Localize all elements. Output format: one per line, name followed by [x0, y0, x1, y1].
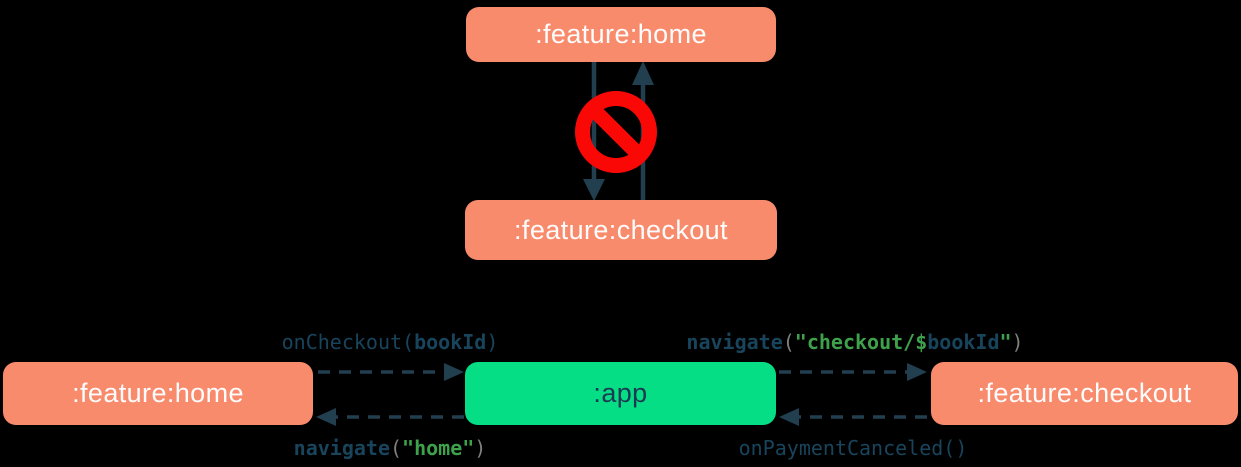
module-label: :feature:home [72, 378, 244, 408]
code-token: onPaymentCanceled() [738, 436, 968, 460]
module-box-feature-home-top: :feature:home [466, 7, 776, 62]
code-token: "home" [402, 436, 475, 460]
code-label-navigate-home: navigate("home") [294, 436, 487, 460]
module-label: :feature:home [535, 19, 707, 49]
code-token: " [999, 330, 1012, 354]
module-box-feature-checkout: :feature:checkout [931, 362, 1238, 425]
no-entry-icon [575, 91, 657, 173]
code-label-onpaymentcanceled: onPaymentCanceled() [739, 436, 968, 460]
module-label: :app [593, 378, 648, 408]
module-label: :feature:checkout [514, 214, 728, 245]
module-box-feature-home: :feature:home [3, 362, 313, 425]
code-token: ) [486, 330, 499, 354]
code-token: "checkout/ [794, 330, 916, 354]
arrow-checkout-to-home [632, 61, 654, 200]
code-token: onCheckout( [281, 330, 415, 354]
module-box-feature-checkout-top: :feature:checkout [465, 200, 777, 260]
arrow-app-to-home [316, 408, 464, 426]
code-token: ( [389, 436, 403, 460]
code-token: ) [1011, 330, 1024, 354]
module-box-app: :app [465, 362, 776, 425]
arrow-home-to-checkout [583, 62, 605, 201]
code-token: navigate [686, 330, 783, 354]
code-token: bookId [414, 330, 487, 354]
arrow-home-to-app [318, 363, 464, 381]
module-label: :feature:checkout [977, 378, 1192, 408]
code-label-navigate-checkout: navigate("checkout/$bookId") [686, 330, 1023, 354]
code-token: ( [782, 330, 795, 354]
code-token: navigate [293, 436, 390, 460]
code-token: ) [474, 436, 487, 460]
arrow-checkout-to-app [779, 408, 927, 426]
code-token: $ [915, 330, 928, 354]
code-token: bookId [927, 330, 1000, 354]
arrow-app-to-checkout [779, 363, 927, 381]
code-label-oncheckout: onCheckout(bookId) [282, 330, 499, 354]
